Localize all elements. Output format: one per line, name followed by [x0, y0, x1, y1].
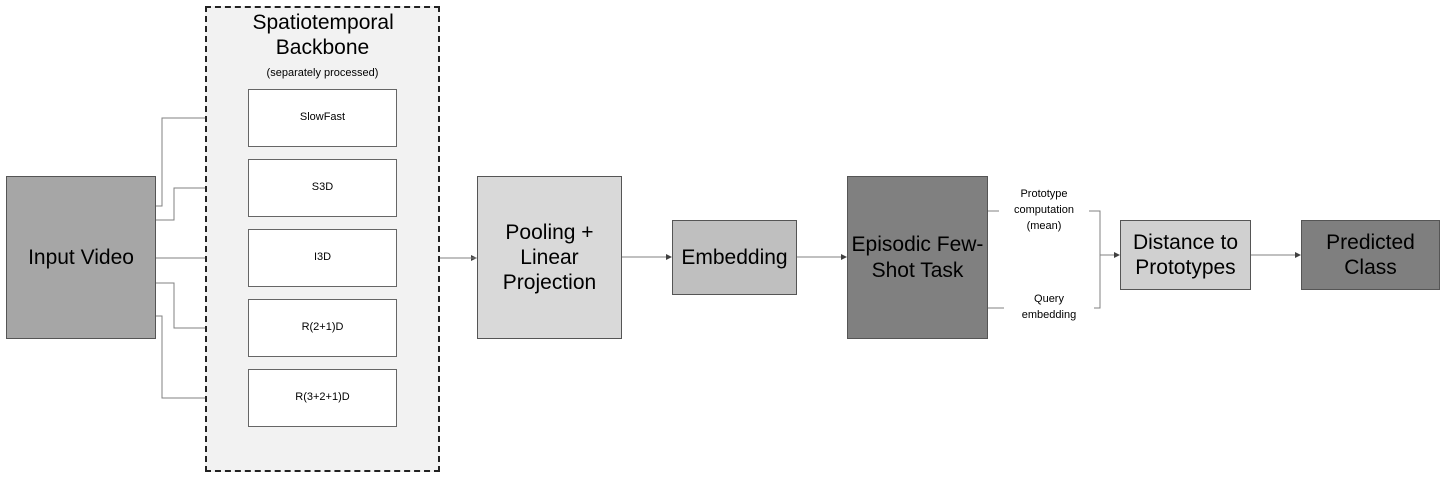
distance-prototypes-label: Distance to Prototypes: [1132, 230, 1239, 279]
episodic-task-node: Episodic Few-Shot Task: [847, 176, 988, 339]
backbone-note: (separately processed): [266, 67, 379, 79]
query-edge-label-text: Query embedding: [1021, 293, 1077, 321]
backbone-title-text: Spatiotemporal Backbone: [252, 11, 394, 60]
pooling-projection-node: Pooling + Linear Projection: [477, 176, 622, 339]
prototype-edge-label-text: Prototype computation (mean): [1014, 188, 1074, 232]
input-video-node: Input Video: [6, 176, 156, 339]
embedding-label: Embedding: [681, 245, 788, 269]
model-s3d-label: S3D: [311, 181, 334, 194]
backbone-title: Spatiotemporal Backbone: [205, 10, 440, 60]
prototype-edge-label: Prototype computation (mean): [999, 187, 1089, 235]
model-slowfast-label: SlowFast: [299, 111, 346, 124]
episodic-task-label: Episodic Few-Shot Task: [851, 233, 984, 282]
predicted-class-label: Predicted Class: [1326, 230, 1415, 279]
model-i3d-label: I3D: [313, 251, 332, 264]
input-video-label: Input Video: [28, 245, 134, 269]
model-r3plus2plus1d-label: R(3+2+1)D: [295, 391, 350, 404]
model-i3d-node: I3D: [248, 229, 397, 287]
model-r2plus1d-node: R(2+1)D: [248, 299, 397, 357]
distance-prototypes-node: Distance to Prototypes: [1120, 220, 1251, 290]
model-s3d-node: S3D: [248, 159, 397, 217]
query-edge-label: Query embedding: [1004, 292, 1094, 324]
embedding-node: Embedding: [672, 220, 797, 295]
predicted-class-node: Predicted Class: [1301, 220, 1440, 290]
connector-input-to-slowfast: [156, 115, 248, 207]
connector-input-to-r3plus2plus1d: [156, 315, 248, 401]
model-r2plus1d-label: R(2+1)D: [301, 321, 344, 334]
pooling-projection-label: Pooling + Linear Projection: [502, 220, 597, 295]
model-r3plus2plus1d-node: R(3+2+1)D: [248, 369, 397, 427]
model-slowfast-node: SlowFast: [248, 89, 397, 147]
